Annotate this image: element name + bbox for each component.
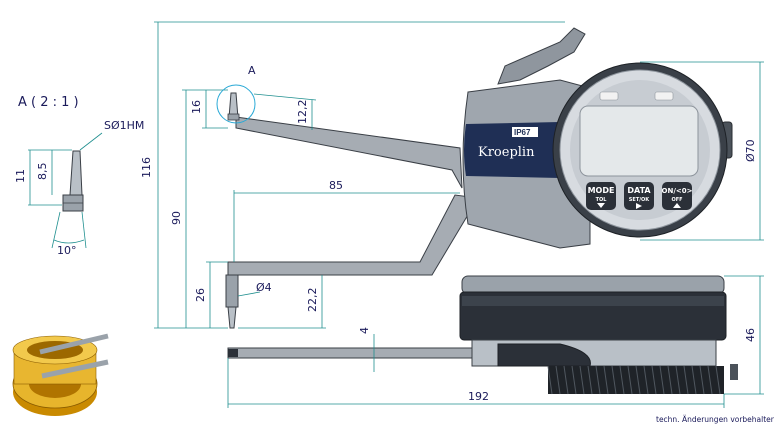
mode-button[interactable]: MODE TOL — [586, 182, 616, 210]
svg-text:DATA: DATA — [627, 186, 651, 195]
callout-A: A — [248, 64, 256, 77]
dim-dia-4: Ø4 — [256, 281, 272, 294]
dim-12-2: 12,2 — [296, 100, 309, 125]
dim-dia-70: Ø70 — [744, 139, 757, 162]
indicator-right — [654, 91, 674, 101]
dim-26: 26 — [194, 288, 207, 302]
dim-22-2: 22,2 — [306, 288, 319, 313]
indicator-left — [599, 91, 619, 101]
brand-name: Kroeplin — [478, 145, 535, 160]
svg-text:MODE: MODE — [588, 186, 615, 195]
detail-leader — [79, 132, 103, 151]
dim-16: 16 — [190, 100, 203, 114]
detail-title: A ( 2 : 1 ) — [18, 95, 79, 110]
detail-tip-label: SØ1HM — [104, 119, 144, 132]
detail-dim-11: 11 — [14, 169, 27, 183]
dim-90: 90 — [170, 211, 183, 225]
dim-116: 116 — [140, 157, 153, 178]
svg-text:SET/OK: SET/OK — [629, 197, 651, 203]
dim-46: 46 — [744, 328, 757, 342]
side-view — [227, 275, 738, 395]
lower-arm — [227, 194, 479, 276]
svg-text:OFF: OFF — [671, 197, 682, 203]
svg-text:ON/<0>: ON/<0> — [662, 187, 693, 195]
upper-arm — [235, 116, 463, 189]
on-off-button[interactable]: ON/<0> OFF — [662, 182, 693, 210]
detail-angle: 10° — [57, 244, 77, 257]
upper-tip — [227, 92, 240, 121]
lower-tip — [225, 274, 239, 329]
data-button[interactable]: DATA SET/OK — [624, 182, 654, 210]
up-arrow-icon — [673, 203, 681, 208]
dim-85: 85 — [329, 179, 343, 192]
ip-rating: IP67 — [514, 128, 531, 137]
lever — [497, 27, 586, 85]
ring-gauge-render — [12, 333, 109, 416]
lcd-display — [579, 105, 699, 177]
svg-text:TOL: TOL — [596, 197, 608, 203]
detail-dim-8-5: 8,5 — [36, 163, 49, 181]
footer-note: techn. Änderungen vorbehalten — [656, 415, 774, 424]
detail-tip — [62, 150, 84, 212]
dim-192: 192 — [468, 390, 489, 403]
play-icon — [636, 203, 642, 209]
dim-4: 4 — [358, 327, 371, 334]
callout-circle — [216, 84, 256, 124]
down-arrow-icon — [597, 203, 605, 208]
